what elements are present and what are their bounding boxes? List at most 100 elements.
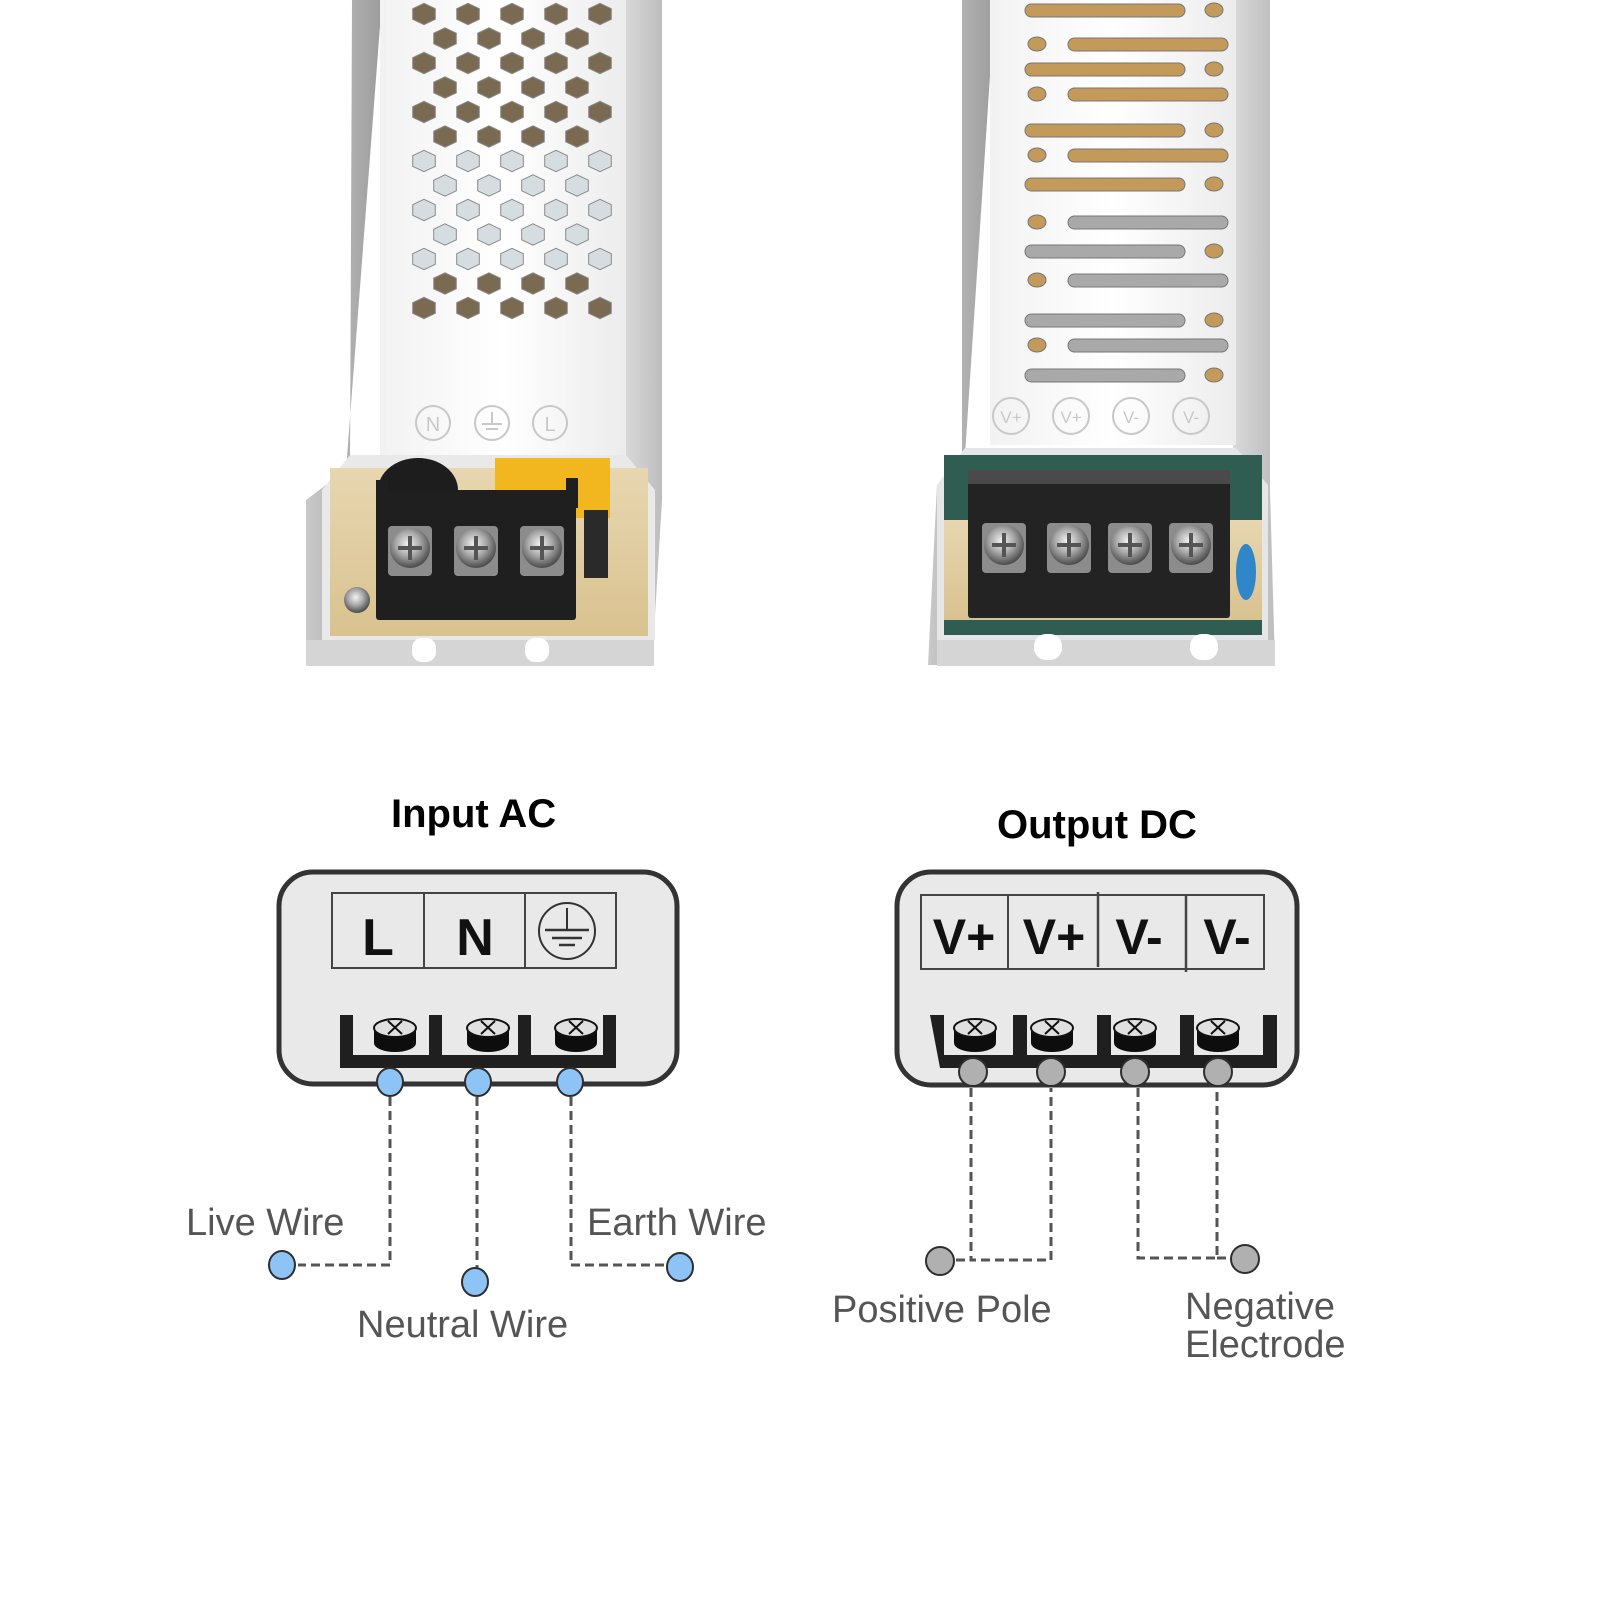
vent-hole (521, 223, 545, 246)
vent-slot (1024, 123, 1186, 138)
vent-hole (521, 27, 545, 50)
vent-hole (588, 247, 612, 271)
vent-slot (1024, 62, 1186, 77)
vent-hole (477, 223, 501, 246)
vent-slot (1024, 3, 1186, 18)
cover-marking-v-plus: V+ (1052, 397, 1090, 435)
terminal-screw-icon (454, 526, 498, 576)
vent-hole (1027, 86, 1047, 102)
earth-wire-label: Earth Wire (587, 1202, 767, 1244)
vent-hole (544, 100, 568, 124)
svg-text:V+: V+ (1060, 408, 1081, 427)
terminal-label-v-minus-2: V- (1203, 909, 1250, 965)
positive-pole-end (925, 1246, 955, 1276)
output-terminal-bar (930, 1015, 1277, 1068)
vent-hole (565, 27, 589, 50)
output-connectors (925, 1057, 1260, 1276)
vent-hole (1204, 367, 1224, 383)
terminal-screw-icon (388, 526, 432, 576)
earth-terminal-connector (556, 1067, 584, 1097)
vent-hole (477, 27, 501, 50)
vent-hole (565, 125, 589, 148)
cover-marking-v-minus: V- (1172, 397, 1210, 435)
vent-hole (433, 27, 457, 50)
vent-hole (412, 198, 436, 222)
positive-pole-label: Positive Pole (832, 1289, 1052, 1331)
vent-slot (1067, 338, 1229, 353)
vent-slot (1067, 273, 1229, 288)
neutral-wire-end (461, 1267, 489, 1297)
terminal-label-l: L (362, 909, 394, 967)
vent-hole (544, 51, 568, 75)
live-wire-end (268, 1250, 296, 1280)
vent-hole (1027, 214, 1047, 230)
input-ac-title: Input AC (391, 792, 557, 836)
vent-hole (456, 2, 480, 26)
input-terminal-housing: L N (276, 869, 680, 1087)
vent-hole (433, 125, 457, 148)
output-wires (956, 1088, 1232, 1262)
vent-hole (544, 149, 568, 173)
vent-slot (1067, 215, 1229, 230)
vent-hole (588, 296, 612, 320)
earth-wire-end (666, 1252, 694, 1282)
vent-hole (500, 2, 524, 26)
cover-marking-earth-icon (474, 405, 510, 441)
input-terminal-bar (340, 1015, 616, 1068)
vent-hole (565, 223, 589, 246)
vent-hole (433, 174, 457, 197)
vent-hole (500, 198, 524, 222)
vent-hole (544, 247, 568, 271)
terminal-screw-icon (554, 1018, 598, 1052)
vent-hole (565, 272, 589, 295)
terminal-screw-icon (1196, 1018, 1240, 1052)
terminal-label-v-plus-2: V+ (1023, 909, 1086, 965)
vent-hole (565, 76, 589, 99)
svg-text:V-: V- (1123, 408, 1139, 427)
output-unit-photo: V+ V+ V- V- (928, 0, 1275, 666)
positive-wire-line-1 (969, 1088, 1053, 1262)
terminal-screw-icon (1047, 523, 1091, 573)
negative-electrode-end (1230, 1244, 1260, 1274)
vent-hole (500, 149, 524, 173)
vent-hole (521, 76, 545, 99)
neutral-wire-label: Neutral Wire (357, 1304, 569, 1346)
vent-hole (433, 272, 457, 295)
vent-hole (544, 2, 568, 26)
terminal-screw-icon (1113, 1018, 1157, 1052)
vent-hole (1027, 147, 1047, 163)
cover-marking-v-plus: V+ (992, 397, 1030, 435)
vent-hole (1027, 36, 1047, 52)
vent-hole (544, 198, 568, 222)
negative-electrode-label-line2: Electrode (1185, 1324, 1346, 1366)
svg-text:L: L (544, 414, 555, 436)
input-connectors (268, 1067, 694, 1297)
input-unit-photo: N L (306, 0, 662, 666)
vent-hole (412, 51, 436, 75)
vent-hole (1204, 2, 1224, 18)
v-minus-2-connector (1203, 1057, 1233, 1087)
vent-hole (433, 223, 457, 246)
vent-hole (1204, 122, 1224, 138)
terminal-label-v-minus-1: V- (1115, 909, 1162, 965)
vent-hole (412, 296, 436, 320)
terminal-screw-icon (466, 1018, 510, 1052)
vent-slot (1024, 368, 1186, 383)
vent-slot (1024, 244, 1186, 259)
cover-marking-n: N (415, 405, 451, 441)
neutral-terminal-connector (464, 1067, 492, 1097)
product-photos: N L V+ V+ V- V- (306, 0, 1275, 666)
terminal-screw-icon (1030, 1018, 1074, 1052)
vent-slot (1067, 87, 1229, 102)
v-plus-1-connector (958, 1057, 988, 1087)
negative-wire-line (1136, 1088, 1219, 1260)
vent-hole (544, 296, 568, 320)
vent-hole (412, 2, 436, 26)
vent-hole (456, 149, 480, 173)
cover-marking-v-minus: V- (1112, 397, 1150, 435)
vent-hole (500, 247, 524, 271)
vent-hole (1204, 61, 1224, 77)
terminal-label-n: N (456, 909, 494, 967)
vent-hole (477, 272, 501, 295)
vent-hole (1204, 312, 1224, 328)
